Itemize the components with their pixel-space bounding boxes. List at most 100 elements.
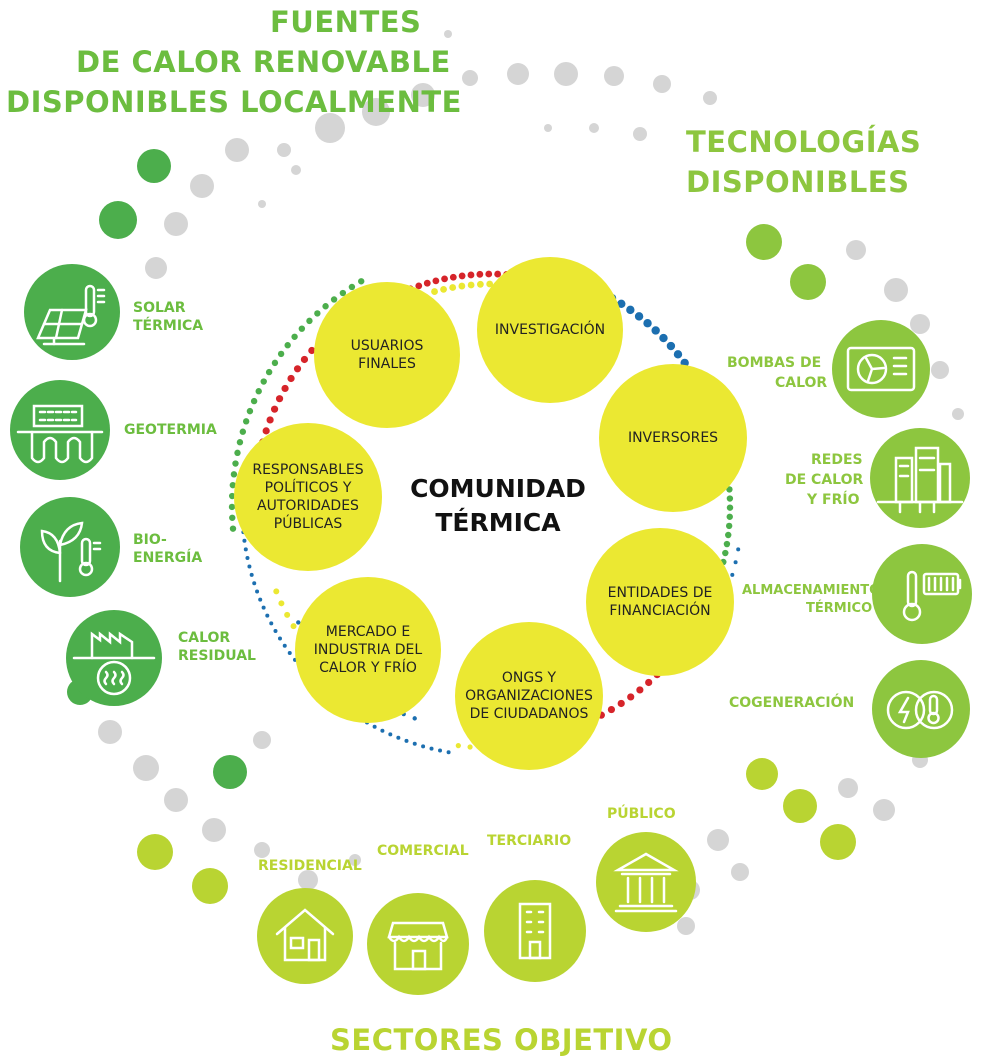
decor-dot [255,388,262,395]
decor-dot [99,201,137,239]
decor-dot [262,427,270,435]
decor-dot [315,113,345,143]
decor-dot [707,829,729,851]
decor-dot [633,127,647,141]
sectors-heading: SECTORES OBJETIVO [330,1023,673,1057]
decor-dot [462,70,478,86]
decor-dot [636,686,644,694]
decor-dot [643,319,652,328]
decor-dot [255,589,260,594]
decor-dot [236,439,244,446]
decor-dot [247,564,252,569]
decor-dot [653,75,671,93]
decor-dot [722,549,729,557]
actor-research: INVESTIGACIÓN [477,257,623,403]
decor-dot [673,350,683,359]
decor-dot [245,555,250,560]
decor-dot [242,418,250,425]
decor-dot [733,560,738,565]
decor-dot [298,870,318,890]
decor-dot [449,284,457,291]
decor-dot [278,600,285,607]
decor-dot [291,333,298,340]
decor-dot [726,513,733,520]
decor-dot [438,748,443,753]
decor-dot [725,522,733,530]
sector-label-commercial: COMERCIAL [377,843,469,859]
decor-dot [314,310,321,317]
decor-dot [703,91,717,105]
decor-dot [783,789,817,823]
sector-label-tertiary: TERCIARIO [487,833,572,849]
shop-icon [367,893,469,995]
decor-dot [254,842,270,858]
decor-dot [213,755,247,789]
decor-dot [440,285,447,293]
decor-dot [306,317,313,325]
decor-dot [726,495,734,502]
decor-dot [884,278,908,302]
decor-dot [731,863,749,881]
decor-dot [287,650,292,655]
decor-dot [271,359,279,367]
center-title: COMUNIDAD TÉRMICA [410,474,586,537]
decor-dot [358,278,365,285]
tech-label-network-2: DE CALOR [785,472,864,488]
source-label-geothermal: GEOTERMIA [124,422,217,438]
sector-label-public: PÚBLICO [607,806,676,822]
tech-label-heatpump-2: CALOR [775,375,828,391]
actor-investors-label: INVERSORES [627,430,719,446]
decor-dot [412,741,417,746]
decor-dot [726,486,733,493]
decor-dot [507,63,529,85]
decor-dot [281,384,289,393]
decor-dot [952,408,964,420]
sources-heading-line-3: DISPONIBLES LOCALMENTE [6,85,462,119]
solar-thermal-icon [24,264,120,360]
tech-label-heatpump-1: BOMBAS DE [727,355,822,371]
decor-dot [349,854,361,866]
decor-dot [723,540,731,548]
decor-dot [873,799,895,821]
decor-dot [467,271,475,279]
tech-label-storage-1: ALMACENAMIENTO [742,583,881,598]
thermal-storage-icon [872,544,972,644]
decor-dot [290,623,297,630]
decor-dot [736,547,741,552]
tech-label-storage-2: TÉRMICO [806,601,873,616]
decor-dot [446,750,451,755]
decor-dot [242,538,247,543]
decor-dot [192,868,228,904]
decor-dot [441,275,448,283]
decor-dot [322,303,329,310]
decor-dot [677,917,695,935]
source-label-bio-1: BIO- [133,532,167,548]
decor-dot [372,724,377,729]
decor-dot [252,581,257,586]
decor-dot [145,257,167,279]
source-label-waste-1: CALOR [178,630,231,646]
decor-dot [485,270,493,278]
decor-dot [293,365,302,373]
decor-dot [277,636,282,641]
decor-dot [455,743,461,749]
actor-market-label: MERCADO E INDUSTRIA DEL CALOR Y FRÍO [313,624,423,676]
decor-dot [273,629,278,633]
decor-dot [266,416,274,424]
decor-dot [404,738,409,743]
decor-dot [476,270,484,278]
decor-dot [270,405,279,413]
actor-heat-market-industry: MERCADO E INDUSTRIA DEL CALOR Y FRÍO [295,577,441,723]
decor-dot [617,699,625,708]
decor-dot [396,735,401,740]
decor-dot [246,407,254,415]
decor-dot [239,428,247,435]
decor-dot [250,397,258,405]
decor-dot [133,755,159,781]
actor-policymakers: RESPONSABLES POLÍTICOS Y AUTORIDADES PÚB… [234,423,382,571]
source-label-waste-2: RESIDUAL [178,648,256,664]
decor-dot [265,368,273,376]
decor-dot [666,341,676,351]
decor-dot [449,273,457,281]
decor-dot [164,788,188,812]
